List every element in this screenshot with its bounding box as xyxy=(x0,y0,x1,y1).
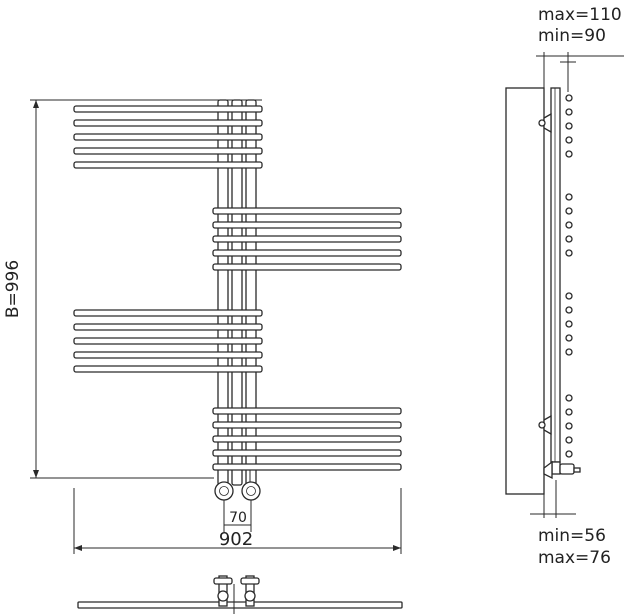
rail-group-1 xyxy=(73,105,263,169)
rail xyxy=(212,263,402,271)
rail xyxy=(73,161,263,169)
rail xyxy=(212,435,402,443)
rail xyxy=(73,309,263,317)
rail xyxy=(212,235,402,243)
rail xyxy=(212,407,402,415)
rail-ends-group-1 xyxy=(565,94,573,158)
rail xyxy=(212,463,402,471)
rail-ends-group-2 xyxy=(565,193,573,257)
front-valves xyxy=(214,470,261,501)
vertical-collectors xyxy=(217,99,257,486)
side-view: max=110 min=90 min=56 max=76 xyxy=(505,5,624,568)
valve-right xyxy=(241,481,261,501)
valve-spacing-dimension: 70 xyxy=(223,500,252,532)
width-label: 902 xyxy=(219,529,253,550)
width-dimension: 902 xyxy=(73,488,402,554)
rail xyxy=(73,323,263,331)
rail xyxy=(212,249,402,257)
rail xyxy=(73,147,263,155)
rail-group-2 xyxy=(212,207,402,271)
rail-ends-group-3 xyxy=(565,292,573,356)
front-view: B=996 70 902 xyxy=(3,99,402,554)
rail-plan xyxy=(77,601,403,609)
rail xyxy=(212,207,402,215)
rail xyxy=(73,351,263,359)
rail xyxy=(73,119,263,127)
bottom-view xyxy=(77,575,403,614)
depth-max-label: max=76 xyxy=(538,548,611,568)
valve-spacing-label: 70 xyxy=(229,510,247,526)
rail xyxy=(212,449,402,457)
rail xyxy=(73,133,263,141)
rail-group-4 xyxy=(212,407,402,471)
rail xyxy=(212,421,402,429)
rail xyxy=(73,105,263,113)
wall-max-label: max=110 xyxy=(538,5,622,25)
rail xyxy=(73,365,263,373)
rail-group-3 xyxy=(73,309,263,373)
wall-min-label: min=90 xyxy=(538,26,606,46)
valve-left xyxy=(214,481,234,501)
radiator-body-side xyxy=(550,87,561,463)
height-dimension: B=996 xyxy=(3,99,262,479)
rail xyxy=(73,337,263,345)
rail-ends-group-4 xyxy=(565,394,573,458)
depth-min-label: min=56 xyxy=(538,526,606,546)
rail xyxy=(212,221,402,229)
wall-plate xyxy=(505,87,545,495)
side-valve xyxy=(543,460,581,480)
height-label: B=996 xyxy=(3,260,23,318)
wall-distance-dimension: max=110 min=90 xyxy=(536,5,624,92)
depth-dimension: min=56 max=76 xyxy=(530,480,611,568)
